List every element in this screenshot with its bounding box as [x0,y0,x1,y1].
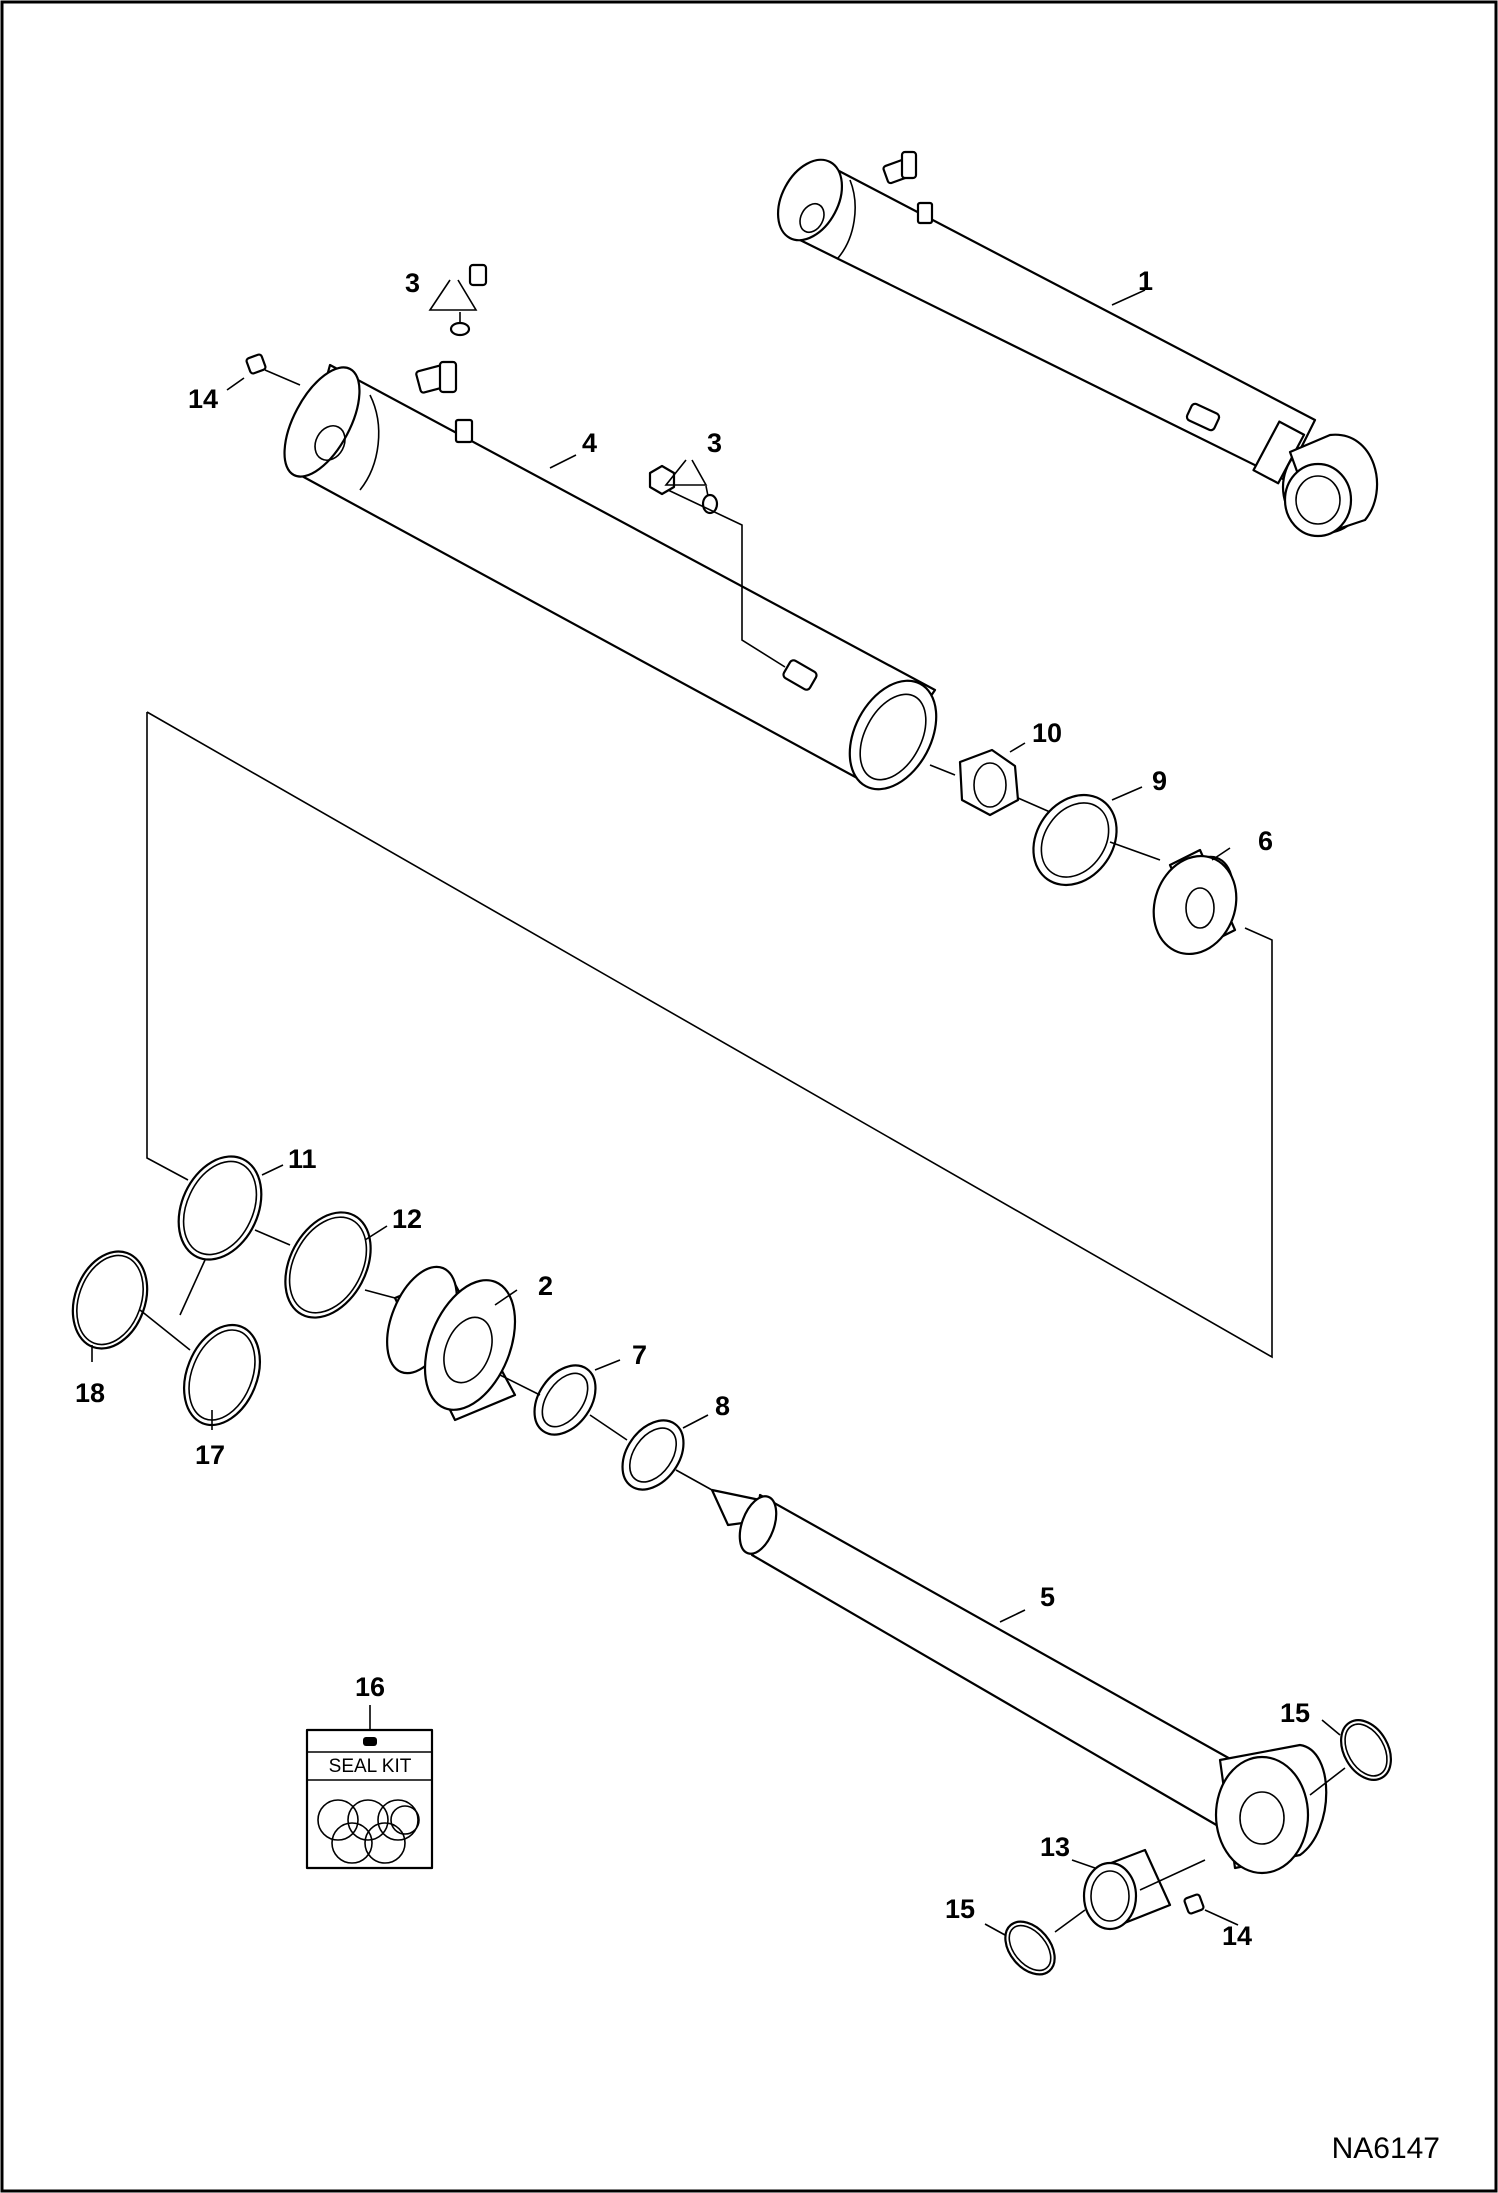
part-15-oring-upper [1340,1719,1392,1781]
callout-12: 12 [392,1204,422,1234]
callout-16: 16 [355,1672,385,1702]
part-14-grease-fitting-upper [245,353,267,375]
callout-18: 18 [75,1378,105,1408]
part-1-cylinder-assembly [776,150,1379,538]
assembly-lines [139,369,1346,1933]
callout-10: 10 [1032,718,1062,748]
callout-13: 13 [1040,1832,1070,1862]
seal-kit-icon [305,1705,434,1870]
callout-11: 11 [288,1144,317,1174]
part-14-grease-fitting-lower [1183,1893,1205,1915]
part-5-rod [710,1488,1328,1875]
part-6-piston [1152,848,1238,956]
callout-3-upper: 3 [405,268,420,298]
callout-14-upper: 14 [188,384,218,414]
part-18-ring [71,1250,149,1350]
part-2-gland [386,1265,517,1422]
callout-9: 9 [1152,766,1167,796]
part-8-wiper [621,1419,685,1491]
part-10-nut [958,748,1020,817]
part-17-ring [183,1323,261,1427]
callout-2: 2 [538,1271,553,1301]
callout-6: 6 [1258,826,1273,856]
part-9-ring [1032,793,1118,887]
callout-5: 5 [1040,1582,1055,1612]
part-11-ring [177,1155,263,1261]
part-15-oring-lower [1004,1920,1056,1976]
leader-lines [91,279,1341,1936]
drawing-number: NA6147 [1332,2132,1440,2165]
callout-15-lower: 15 [945,1894,975,1924]
part-13-bushing [1082,1848,1172,1931]
part-12-ring [284,1211,372,1319]
seal-kit-label: SEAL KIT [329,1756,412,1777]
part-3-plug-upper [449,263,488,337]
part-4-barrel [283,360,938,791]
callout-8: 8 [715,1391,730,1421]
part-7-wear-ring [533,1364,597,1436]
callout-17: 17 [195,1440,225,1470]
callout-1: 1 [1138,266,1153,296]
callout-7: 7 [632,1340,647,1370]
callout-14-lower: 14 [1222,1921,1252,1951]
callout-4: 4 [582,428,597,458]
callout-3-middle: 3 [707,428,722,458]
callout-15-upper: 15 [1280,1698,1310,1728]
